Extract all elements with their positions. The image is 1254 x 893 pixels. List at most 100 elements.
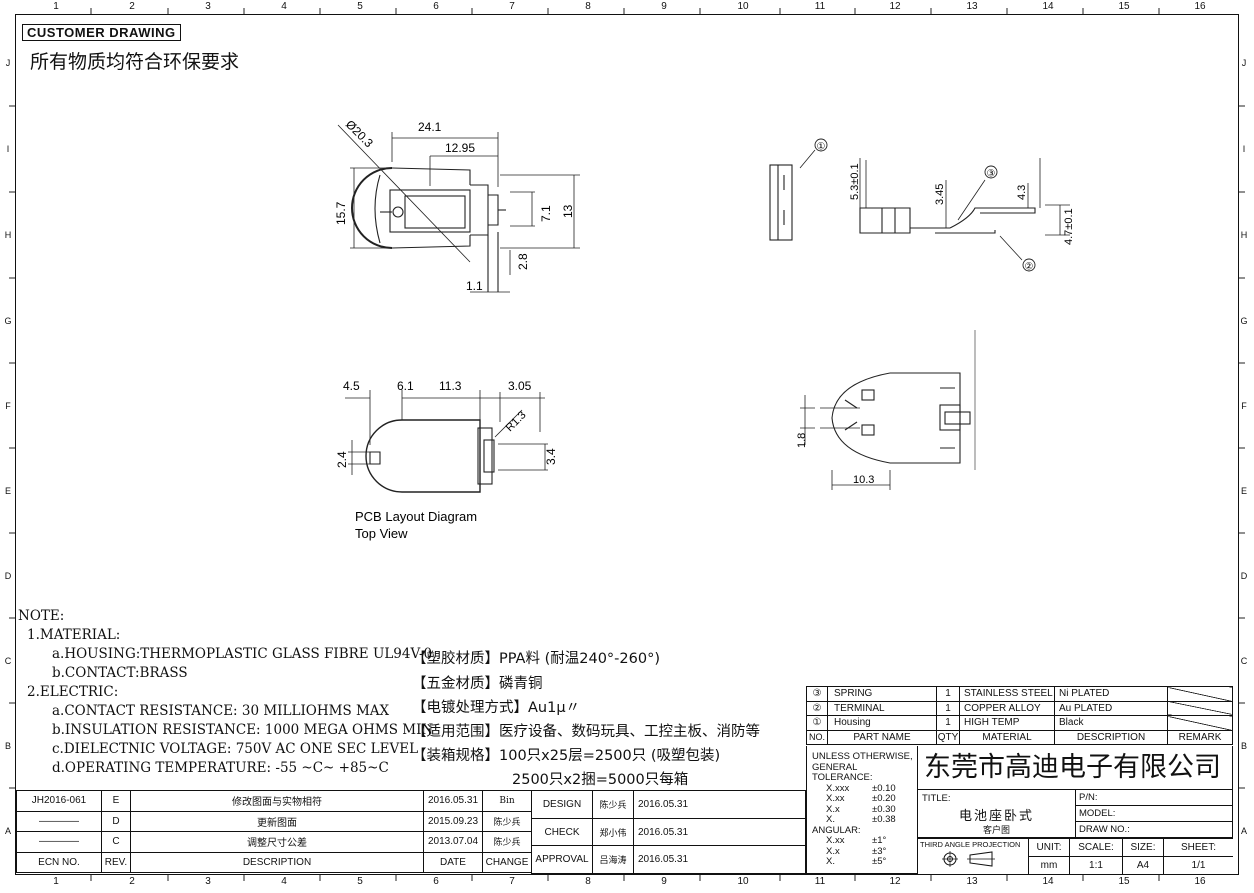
note-resistance: a.CONTACT RESISTANCE: 30 MILLIOHMS MAX <box>52 703 390 719</box>
zone-col: 13 <box>966 876 978 887</box>
zone-row: I <box>6 144 10 154</box>
bom-qty: 1 <box>936 715 960 731</box>
zone-row: H <box>1240 230 1248 240</box>
dim-11-3: 11.3 <box>439 379 462 393</box>
side-view-housing <box>769 149 816 241</box>
tol-key: X.xx <box>826 835 845 846</box>
tol-key: X.xx <box>826 793 845 804</box>
dim-3-05: 3.05 <box>508 379 532 393</box>
zone-col: 15 <box>1118 876 1130 887</box>
tol-value: ±1° <box>872 835 887 846</box>
revision-table: JH2016-061 E 修改图面与实物相符 2016.05.31 Bin ——… <box>16 790 532 873</box>
note-temperature: d.OPERATING TEMPERATURE: -55 ~C~ +85~C <box>52 760 389 776</box>
tol-value: ±5° <box>872 856 887 867</box>
environmental-requirement: 所有物质均符合环保要求 <box>30 51 240 73</box>
rev-date: 2016.05.31 <box>423 790 483 812</box>
cn-note: 2500只x2捆=5000只每箱 <box>512 772 689 788</box>
zone-col: 4 <box>281 1 287 12</box>
zone-col: 16 <box>1194 876 1206 887</box>
dim-3-45: 3.45 <box>934 184 946 205</box>
draw-no-cell: DRAW NO.: <box>1076 822 1233 838</box>
revision-row: JH2016-061 E 修改图面与实物相符 2016.05.31 Bin <box>16 790 532 812</box>
zone-row: D <box>1240 571 1248 581</box>
zone-col: 16 <box>1194 1 1206 12</box>
rev-letter: D <box>101 810 131 832</box>
note-housing: a.HOUSING:THERMOPLASTIC GLASS FIBRE UL94… <box>52 646 433 662</box>
cn-note: 【五金材质】磷青铜 <box>412 676 543 692</box>
approval-role: CHECK <box>531 818 593 846</box>
size-label: SIZE: <box>1122 838 1164 857</box>
zone-col: 2 <box>129 1 135 12</box>
rev-ecn: ———— <box>16 831 102 853</box>
tol-key: X. <box>826 814 835 825</box>
rev-date: 2015.09.23 <box>423 810 483 832</box>
title-value: 电池座卧式 <box>958 809 1034 824</box>
zone-col: 5 <box>357 876 363 887</box>
bom-header-description: DESCRIPTION <box>1054 729 1168 745</box>
pcb-layout-subtitle: Top View <box>355 526 408 541</box>
note-title: NOTE: <box>18 608 65 624</box>
bom-description: Ni PLATED <box>1054 686 1168 702</box>
title-sub: 客户图 <box>982 826 1010 836</box>
bom-row: ③ SPRING 1 STAINLESS STEEL Ni PLATED <box>806 686 1233 702</box>
side-view-profile <box>859 158 1070 261</box>
tol-key: X.x <box>826 845 840 857</box>
dim-4-5: 4.5 <box>343 379 360 393</box>
zone-col: 12 <box>889 1 901 12</box>
zone-row: A <box>4 826 11 836</box>
zone-row: B <box>4 741 11 751</box>
approval-name: 吕海涛 <box>592 845 634 874</box>
rev-ecn: JH2016-061 <box>16 790 102 812</box>
dim-7-1: 7.1 <box>539 205 553 222</box>
dim-2-8: 2.8 <box>516 253 530 270</box>
bom-material: COPPER ALLOY <box>959 700 1055 716</box>
sheet-label: SHEET: <box>1163 838 1233 857</box>
scale-value: 1:1 <box>1069 856 1123 875</box>
zone-row: H <box>4 230 12 240</box>
zone-col: 3 <box>205 876 211 887</box>
approval-row: APPROVAL 吕海涛 2016.05.31 <box>531 845 806 874</box>
pn-cell: P/N: <box>1076 790 1233 806</box>
dim-diameter: Ø20.3 <box>343 117 376 150</box>
bom-description: Au PLATED <box>1054 700 1168 716</box>
cn-note: 【塑胶材质】PPA料 (耐温240°-260°) <box>412 651 660 667</box>
zone-row: G <box>1240 316 1248 326</box>
callout-2: ② <box>1025 262 1034 273</box>
note-electric: 2.ELECTRIC: <box>27 684 119 700</box>
zone-col: 10 <box>737 1 749 12</box>
rev-change: Bin <box>482 790 532 812</box>
zone-row: E <box>1240 486 1247 496</box>
tolerance-title: UNLESS OTHERWISE, <box>812 751 913 762</box>
model-cell: MODEL: <box>1076 806 1233 822</box>
note-insulation: b.INSULATION RESISTANCE: 1000 MEGA OHMS … <box>52 722 434 738</box>
zone-row: F <box>1241 401 1247 411</box>
top-view <box>337 124 580 293</box>
zone-col: 11 <box>814 1 826 12</box>
note-voltage: c.DIELECTNIC VOLTAGE: 750V AC ONE SEC LE… <box>52 741 419 757</box>
zone-col: 2 <box>129 876 135 887</box>
dim-1-8: 1.8 <box>796 433 808 448</box>
zone-col: 7 <box>509 876 515 887</box>
bom-qty: 1 <box>936 686 960 702</box>
cn-note: 【适用范围】医疗设备、数码玩具、工控主板、消防等 <box>412 724 760 740</box>
bom-remark <box>1167 686 1233 702</box>
rev-description: 修改图面与实物相符 <box>130 790 424 812</box>
bom-header-material: MATERIAL <box>959 729 1055 745</box>
bom-description: Black <box>1054 715 1168 731</box>
dim-6-1: 6.1 <box>397 379 414 393</box>
callout-3: ③ <box>987 169 996 180</box>
bom-row: ② TERMINAL 1 COPPER ALLOY Au PLATED <box>806 700 1233 716</box>
bom-row: ① Housing 1 HIGH TEMP Black <box>806 715 1233 731</box>
zone-col: 9 <box>661 1 667 12</box>
dim-5-3: 5.3±0.1 <box>849 163 861 200</box>
rev-change: 陈少兵 <box>482 831 532 853</box>
zone-row: C <box>4 656 12 666</box>
approval-row: CHECK 郑小伟 2016.05.31 <box>531 818 806 846</box>
bom-part-name: SPRING <box>827 686 937 702</box>
revision-row: ———— C 调整尺寸公差 2013.07.04 陈少兵 <box>16 831 532 853</box>
tol-value: ±0.20 <box>872 793 896 804</box>
zone-col: 4 <box>281 876 287 887</box>
zone-row: E <box>4 486 11 496</box>
tol-key: X.xxx <box>826 782 850 794</box>
